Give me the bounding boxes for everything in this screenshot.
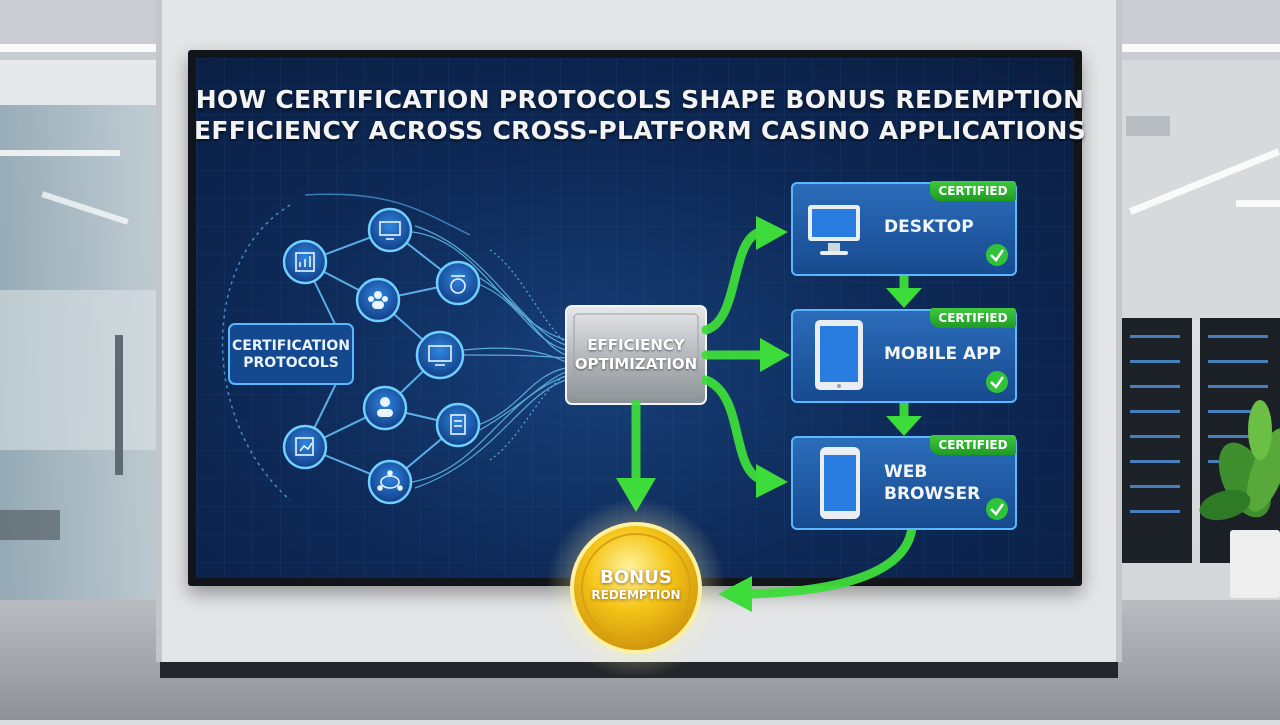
- check-icon: [986, 498, 1008, 520]
- hub-node-line2: OPTIMIZATION: [574, 355, 698, 373]
- people-icon: [368, 291, 388, 309]
- certified-badge-web: CERTIFIED: [930, 435, 1016, 455]
- protocol-node-badge: [435, 260, 481, 306]
- chart-icon: [295, 252, 315, 272]
- protocol-node-monitor-top: [367, 207, 413, 253]
- protocol-node-people: [355, 277, 401, 323]
- protocol-node-document: [435, 402, 481, 448]
- platform-label-web: WEB BROWSER: [884, 461, 980, 505]
- source-node-box: [228, 323, 354, 385]
- coin-line2: REDEMPTION: [591, 588, 681, 602]
- user-icon: [377, 397, 393, 417]
- platform-web-line2: BROWSER: [884, 484, 981, 504]
- protocol-node-shield: [282, 424, 328, 470]
- monitor-icon: [808, 205, 860, 255]
- protocol-ring: [221, 204, 291, 501]
- platform-desktop-line1: DESKTOP: [884, 217, 974, 237]
- document-icon: [450, 414, 466, 435]
- arrow-web-to-coin: [743, 523, 917, 599]
- certified-badge-desktop: CERTIFIED: [930, 181, 1016, 201]
- protocol-node-monitor-mid: [415, 330, 465, 380]
- protocol-node-user: [362, 385, 408, 431]
- green-flow-arrows: [631, 227, 917, 599]
- monitor-icon: [428, 345, 452, 366]
- bonus-coin: [570, 522, 702, 654]
- source-node-line1: CERTIFICATION: [232, 338, 350, 354]
- source-node-label: CERTIFICATION PROTOCOLS: [229, 338, 353, 372]
- hub-node-label: EFFICIENCY OPTIMIZATION: [566, 336, 706, 374]
- phone-icon: [820, 447, 860, 519]
- platform-card-mobile: [791, 309, 1017, 403]
- coin-line1: BONUS: [600, 567, 672, 588]
- check-icon: [986, 371, 1008, 393]
- platform-label-mobile: MOBILE APP: [884, 343, 1001, 365]
- coin-label: BONUS REDEMPTION: [576, 567, 696, 603]
- plant-decoration: [1199, 400, 1280, 598]
- platform-label-desktop: DESKTOP: [884, 216, 974, 238]
- protocol-node-chart: [282, 239, 328, 285]
- certified-badge-mobile: CERTIFIED: [930, 308, 1016, 328]
- protocol-node-network: [367, 459, 413, 505]
- check-icon: [986, 244, 1008, 266]
- arrow-to-web: [701, 375, 767, 485]
- tablet-icon: [815, 320, 863, 390]
- badge-icon: [450, 275, 466, 294]
- platform-web-line1: WEB: [884, 462, 928, 482]
- source-node-line2: PROTOCOLS: [243, 355, 339, 371]
- hub-node-line1: EFFICIENCY: [587, 336, 685, 354]
- title-line-1: HOW CERTIFICATION PROTOCOLS SHAPE BONUS …: [195, 85, 1085, 114]
- network-icon: [377, 470, 403, 491]
- data-streams: [411, 225, 567, 489]
- platform-card-web: [791, 436, 1017, 530]
- platform-card-desktop: [791, 182, 1017, 276]
- green-arrowheads: [616, 216, 922, 612]
- monitor-icon: [379, 221, 401, 240]
- platform-mobile-line1: MOBILE APP: [884, 344, 1002, 364]
- shield-icon: [295, 437, 314, 456]
- arrow-to-desktop: [701, 227, 765, 335]
- title-line-2: EFFICIENCY ACROSS CROSS-PLATFORM CASINO …: [193, 116, 1087, 145]
